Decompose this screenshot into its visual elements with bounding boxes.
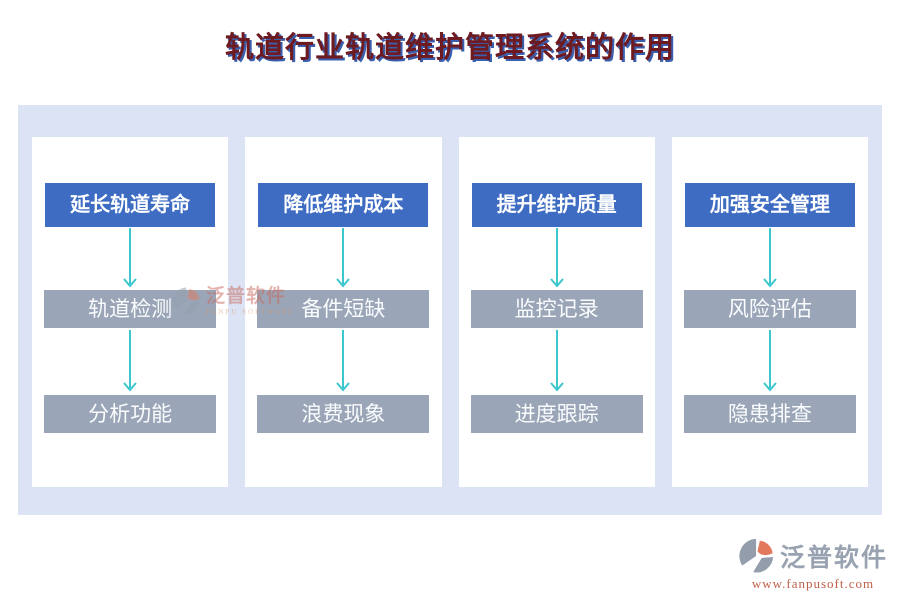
flow-item-box: 监控记录	[470, 290, 643, 328]
down-arrow-icon	[549, 228, 564, 288]
down-arrow-icon	[336, 228, 351, 288]
footer-logo: 泛普软件 www.fanpusoft.com	[738, 537, 888, 592]
down-arrow-icon	[549, 330, 564, 392]
fanpu-logo-icon	[739, 538, 774, 573]
flow-item-box: 备件短缺	[257, 290, 430, 328]
flow-item-box: 分析功能	[44, 395, 217, 433]
flow-header-box: 加强安全管理	[684, 183, 855, 227]
down-arrow-icon	[123, 330, 137, 392]
flow-column-4: 加强安全管理 风险评估 隐患排查	[671, 137, 868, 487]
flow-header-box: 延长轨道寿命	[45, 183, 216, 227]
flow-item-box: 进度跟踪	[470, 395, 643, 433]
footer-brand: 泛普软件	[779, 545, 888, 572]
flow-item-box: 浪费现象	[257, 395, 430, 433]
flow-item-box: 风险评估	[683, 290, 856, 328]
page-title: 轨道行业轨道维护管理系统的作用	[224, 32, 675, 64]
flow-column-3: 提升维护质量 监控记录 进度跟踪	[458, 137, 655, 487]
down-arrow-icon	[336, 330, 351, 392]
flow-column-1: 延长轨道寿命 轨道检测 分析功能	[32, 137, 229, 487]
down-arrow-icon	[763, 330, 777, 392]
down-arrow-icon	[763, 228, 777, 288]
footer-url-link[interactable]: www.fanpusoft.com	[751, 576, 875, 591]
flow-item-box: 隐患排查	[683, 395, 856, 433]
flow-column-2: 降低维护成本 备件短缺 浪费现象	[245, 137, 442, 487]
flow-columns: 延长轨道寿命 轨道检测 分析功能 降低维护成本 备件短缺 浪费现象 提升维护质量…	[32, 137, 868, 487]
down-arrow-icon	[123, 228, 137, 288]
flow-header-box: 提升维护质量	[471, 183, 642, 227]
flow-item-box: 轨道检测	[44, 290, 217, 328]
diagram-panel: 延长轨道寿命 轨道检测 分析功能 降低维护成本 备件短缺 浪费现象 提升维护质量…	[18, 105, 882, 515]
flow-header-box: 降低维护成本	[258, 183, 429, 227]
